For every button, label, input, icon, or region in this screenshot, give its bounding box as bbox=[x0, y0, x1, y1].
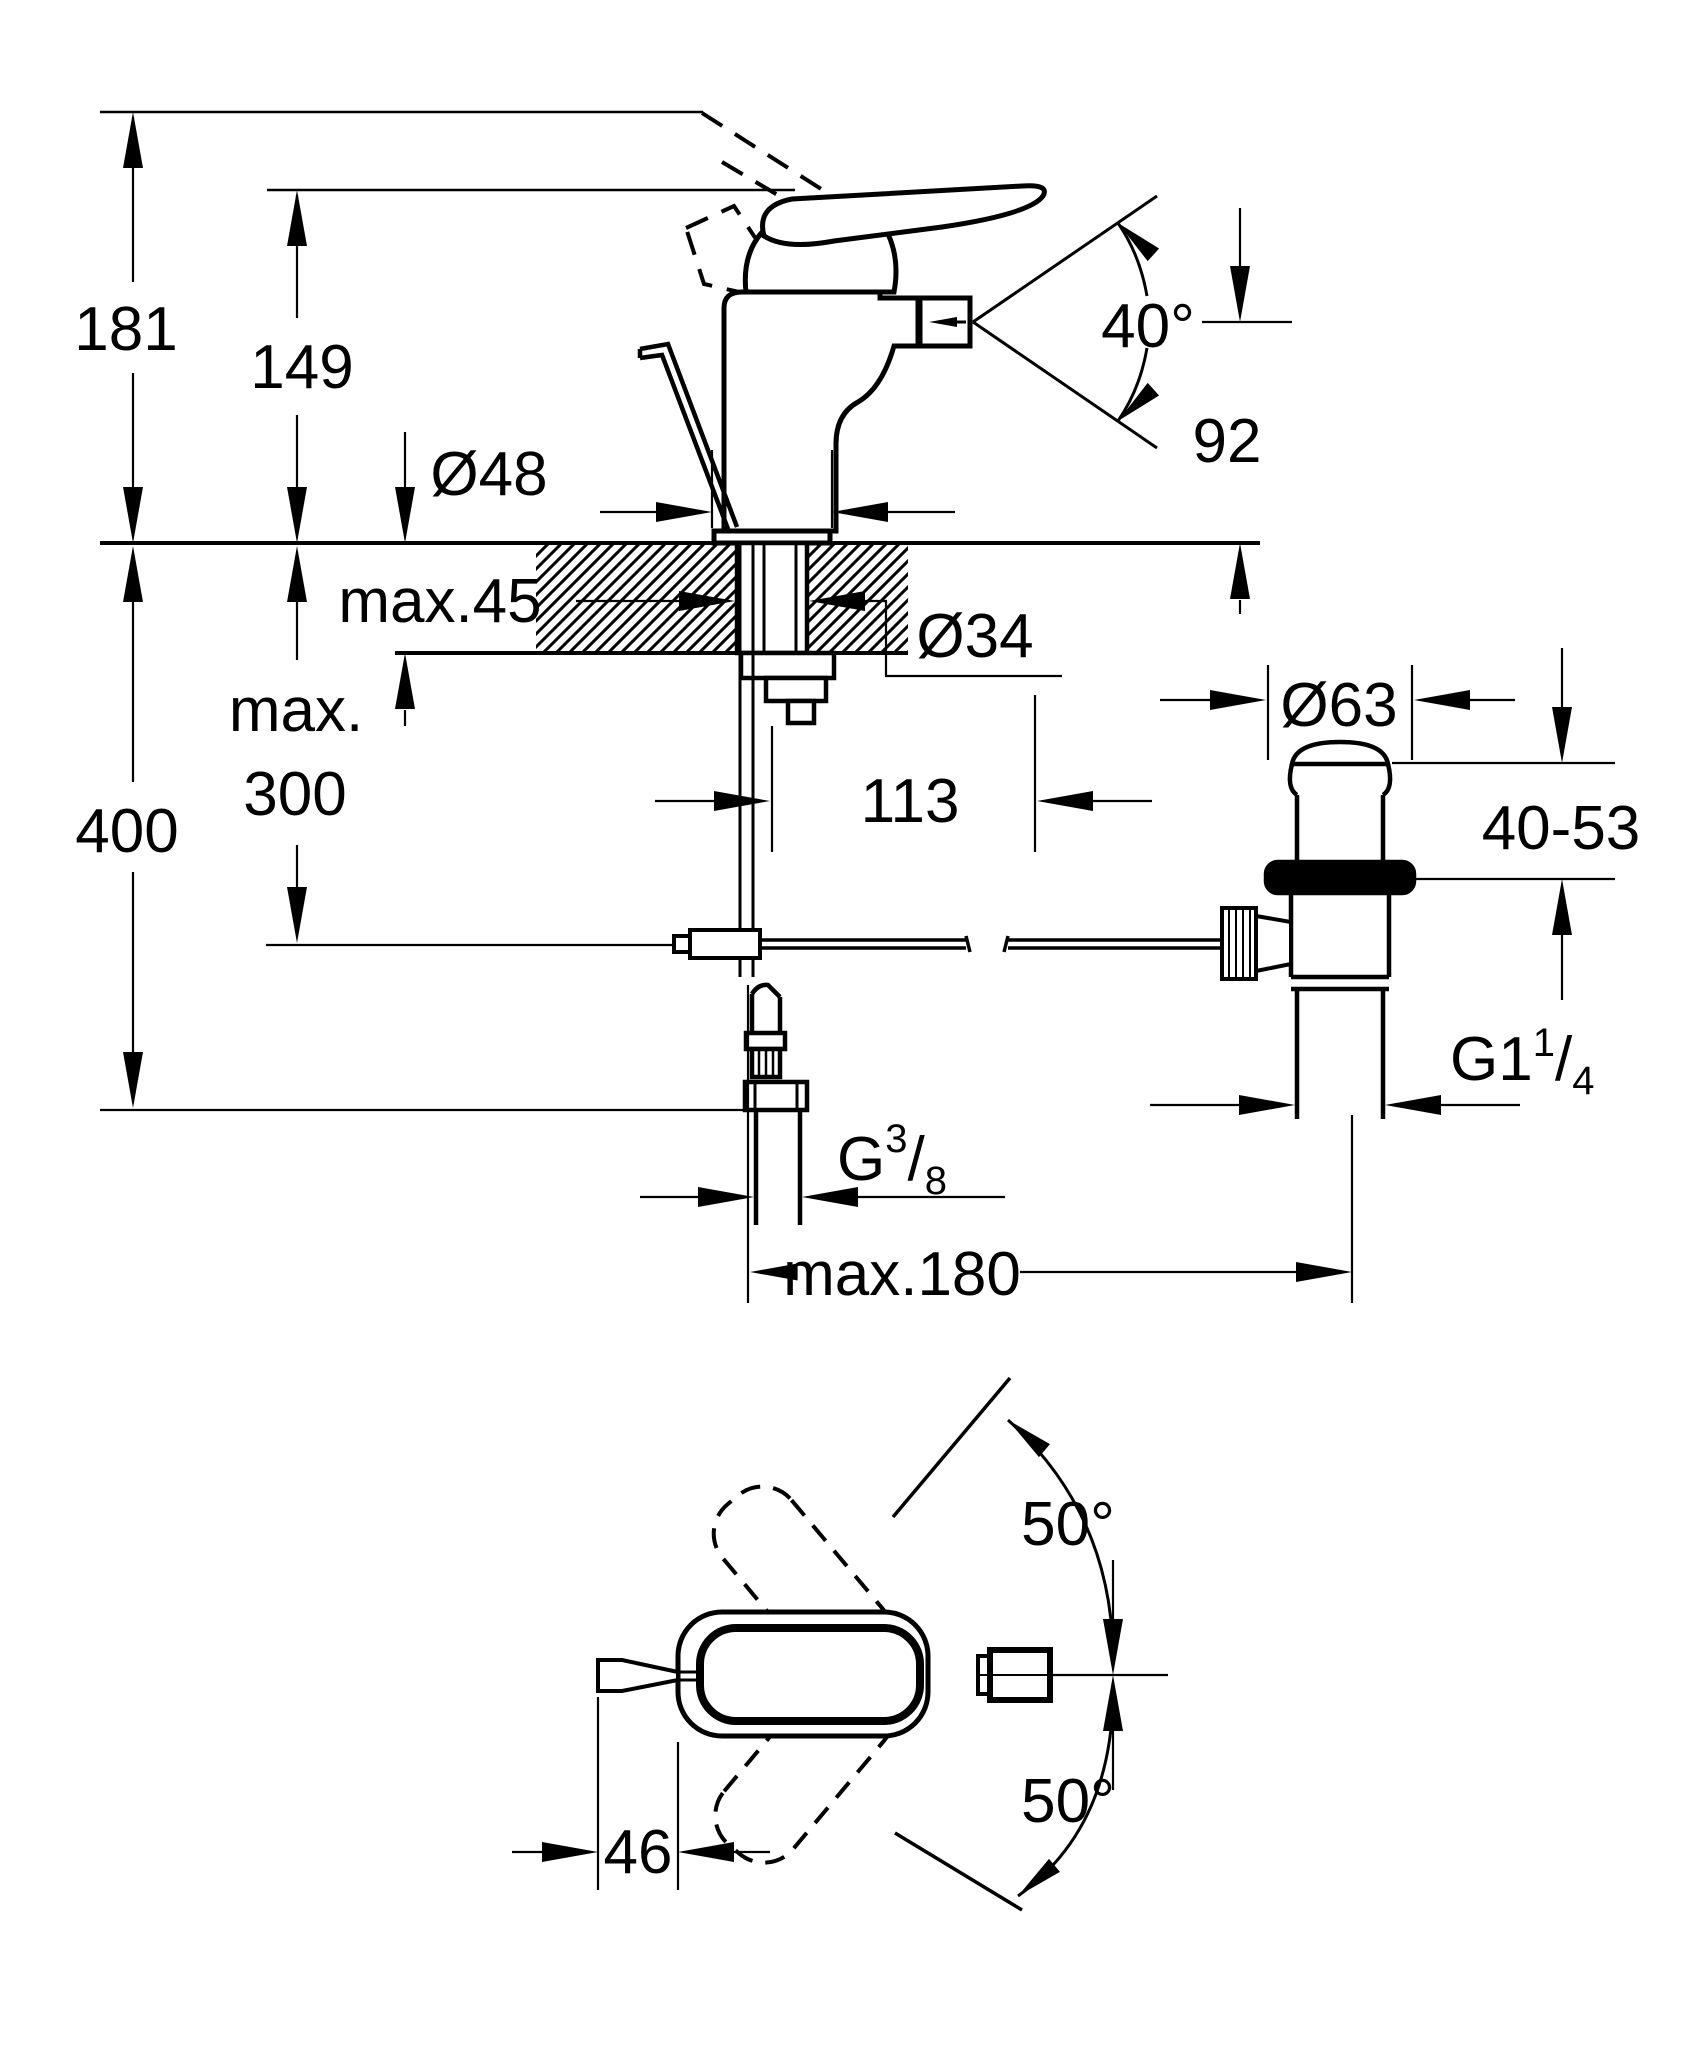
pop-up-knob bbox=[637, 341, 740, 530]
dim-d48 bbox=[600, 450, 955, 528]
hose-top bbox=[750, 982, 782, 999]
dim-92 bbox=[1202, 208, 1292, 614]
label-g114: G11/4 bbox=[1450, 1021, 1594, 1103]
top-view-labels: 50° 50° 46 bbox=[604, 1490, 1115, 1887]
shank-step-1 bbox=[738, 650, 837, 681]
dim-max300 bbox=[266, 546, 674, 947]
dim-d63 bbox=[1160, 665, 1515, 760]
dim-181 bbox=[123, 112, 143, 543]
label-max180: max.180 bbox=[783, 1240, 1021, 1309]
label-d63: Ø63 bbox=[1280, 671, 1397, 740]
body-outline bbox=[721, 289, 921, 534]
faucet-body bbox=[637, 183, 1047, 546]
dim-max180 bbox=[746, 985, 1354, 1303]
label-d48: Ø48 bbox=[430, 440, 547, 509]
shank-step-2 bbox=[763, 675, 829, 704]
horizontal-rod bbox=[760, 935, 1224, 953]
lever-handle bbox=[760, 183, 1047, 247]
dim-400 bbox=[100, 546, 745, 1112]
dim-4053 bbox=[1392, 648, 1615, 1000]
label-181: 181 bbox=[74, 295, 177, 364]
label-50-top: 50° bbox=[1021, 1490, 1115, 1559]
label-max-word: max. bbox=[229, 676, 363, 745]
dimensions bbox=[100, 112, 1615, 1303]
dim-149 bbox=[287, 190, 307, 543]
hose-nut-small bbox=[743, 1030, 788, 1052]
dim-46 bbox=[512, 1697, 770, 1890]
dim-40deg bbox=[972, 194, 1160, 450]
shank-step-3 bbox=[785, 698, 817, 726]
label-113: 113 bbox=[861, 767, 960, 836]
linkage-joint bbox=[688, 928, 762, 960]
valve-push-cap bbox=[1289, 739, 1391, 767]
waste-valve bbox=[1220, 739, 1417, 1119]
label-92: 92 bbox=[1193, 407, 1262, 476]
valve-oring bbox=[1263, 859, 1417, 896]
supply-hose bbox=[742, 982, 810, 1225]
label-300: 300 bbox=[243, 760, 346, 829]
label-g38: G3/8 bbox=[837, 1117, 947, 1203]
side-view: 181 149 400 max. 300 max.45 Ø48 Ø34 113 … bbox=[74, 110, 1640, 1309]
handle-outline-top bbox=[696, 1624, 924, 1725]
label-d34: Ø34 bbox=[916, 602, 1033, 671]
dim-max45 bbox=[395, 432, 415, 726]
linkage-nub bbox=[672, 934, 692, 954]
label-4053: 40-53 bbox=[1482, 794, 1641, 863]
label-max45: max.45 bbox=[338, 567, 541, 636]
side-view-labels: 181 149 400 max. 300 max.45 Ø48 Ø34 113 … bbox=[74, 292, 1640, 1309]
dim-50deg bbox=[891, 1376, 1168, 1912]
mounting-shank bbox=[734, 540, 837, 930]
valve-knob-neck bbox=[1254, 913, 1293, 974]
label-46: 46 bbox=[604, 1818, 673, 1887]
pop-up-linkage bbox=[672, 928, 1224, 977]
label-149: 149 bbox=[250, 333, 353, 402]
label-50-bottom: 50° bbox=[1021, 1767, 1115, 1836]
top-view: 50° 50° 46 bbox=[512, 1376, 1168, 1912]
dim-d34 bbox=[576, 591, 1062, 678]
dim-g114 bbox=[1150, 1095, 1520, 1115]
label-400: 400 bbox=[75, 797, 178, 866]
label-40deg: 40° bbox=[1101, 292, 1195, 361]
dim-g38 bbox=[640, 1187, 1005, 1207]
handle-top-view bbox=[596, 1609, 1053, 1739]
dim-113 bbox=[655, 695, 1152, 852]
reference-lines bbox=[100, 110, 795, 192]
